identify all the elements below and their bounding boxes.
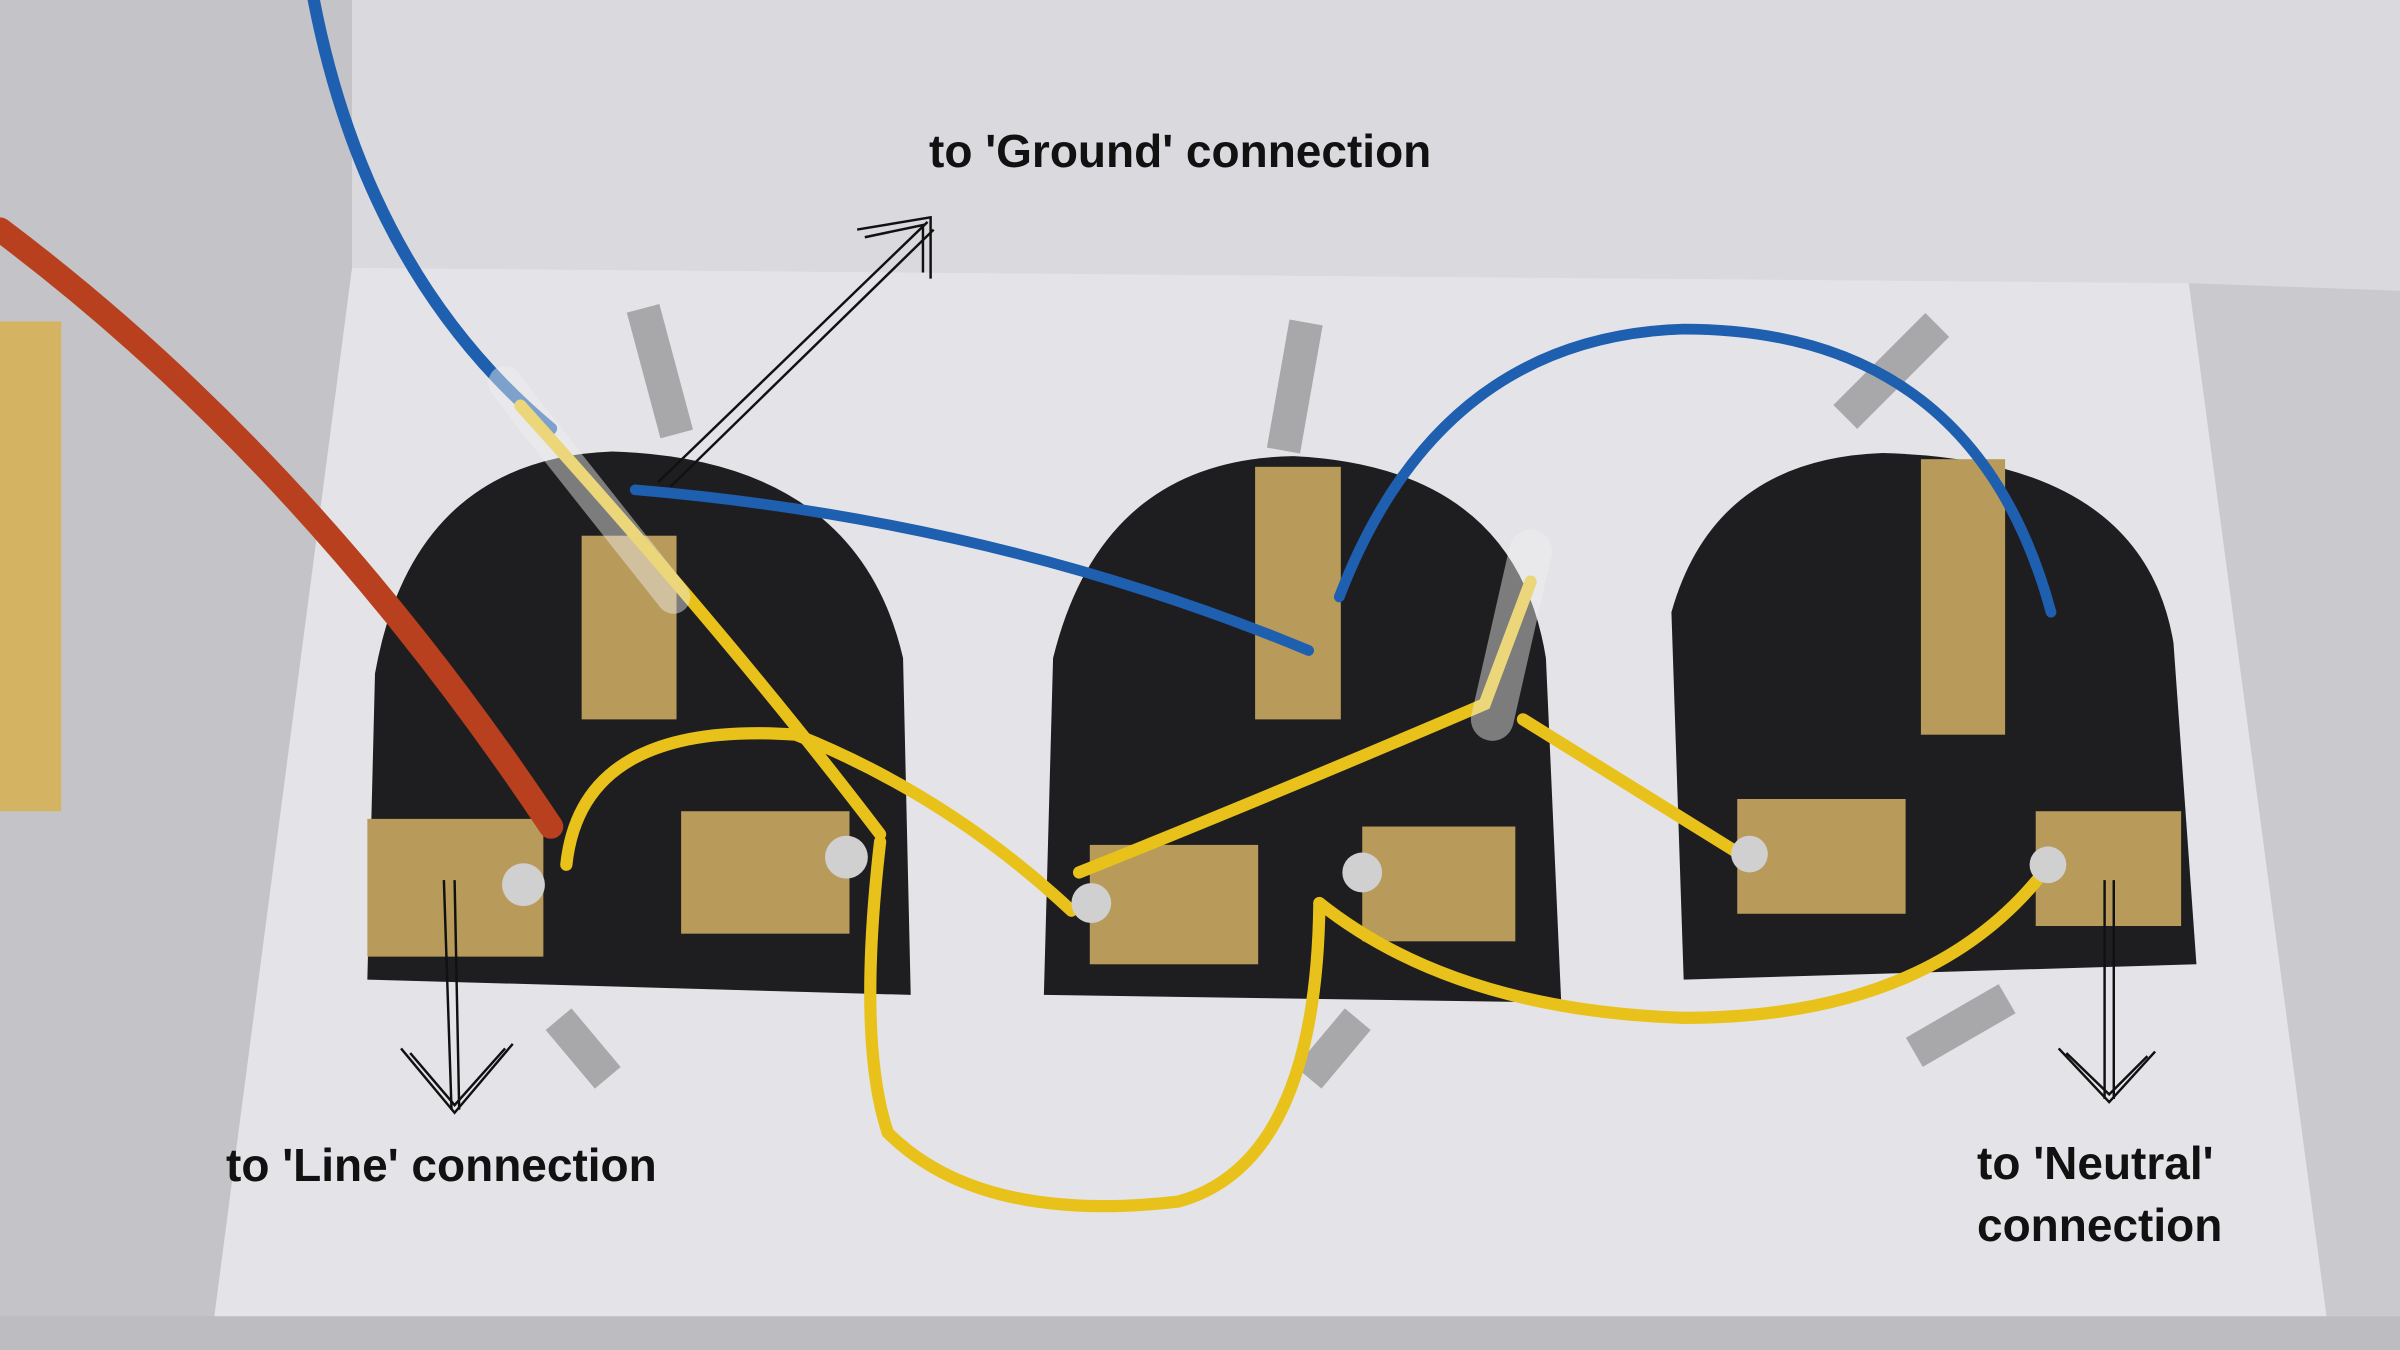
ground-arrow xyxy=(657,215,935,488)
neutral-arrow xyxy=(2057,880,2157,1104)
neutral-connection-label: to 'Neutral' xyxy=(1977,1137,2214,1189)
neutral-connection-label-line2: connection xyxy=(1977,1199,2223,1251)
ground-connection-label: to 'Ground' connection xyxy=(929,125,1432,177)
line-connection-label: to 'Line' connection xyxy=(226,1139,657,1191)
line-arrow xyxy=(400,880,514,1115)
